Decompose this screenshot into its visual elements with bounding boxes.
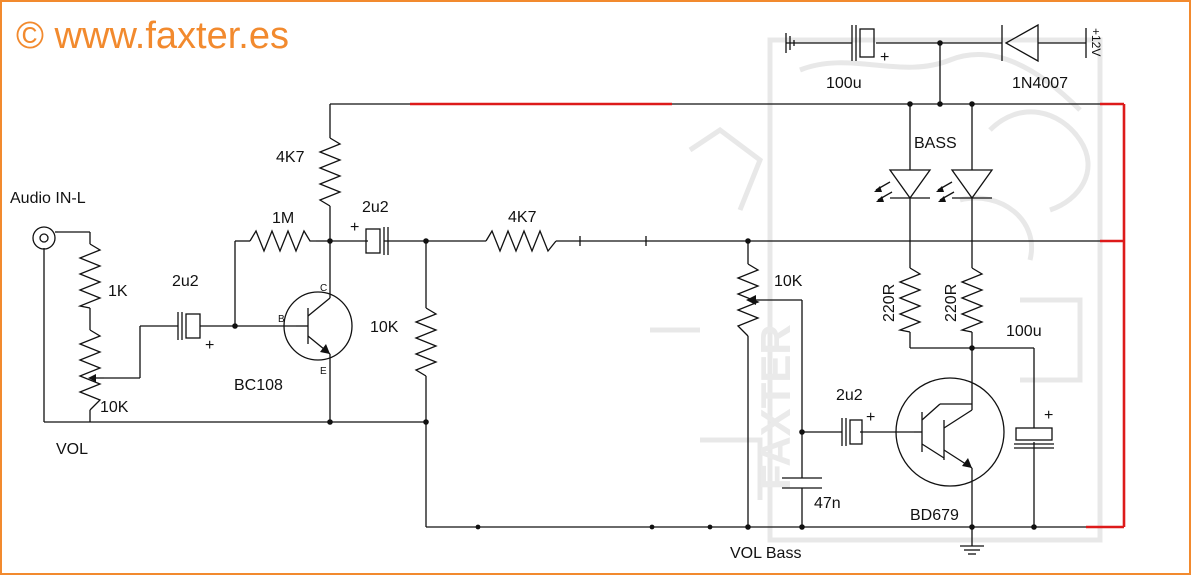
resistor-led-220r-2 xyxy=(959,267,984,333)
capacitor-input-2u2: + xyxy=(177,312,214,354)
cap-output-label: 2u2 xyxy=(362,199,389,216)
audio-in-label: Audio IN-L xyxy=(10,190,86,207)
copyright-text: © www.faxter.es xyxy=(16,15,289,57)
ground-symbol xyxy=(960,545,984,555)
resistor-series-4k7 xyxy=(485,229,557,253)
potentiometer-vol-bass xyxy=(736,263,760,337)
supply-label: +12V xyxy=(1089,28,1103,56)
capacitor-emitter-100u: + xyxy=(1014,407,1054,449)
resistor-series-label: 4K7 xyxy=(508,209,537,226)
resistor-collector-4k7 xyxy=(318,137,342,207)
highlighted-wires xyxy=(410,102,1126,529)
svg-text:+: + xyxy=(350,219,359,236)
wires xyxy=(43,42,1100,546)
resistor-1m-label: 1M xyxy=(272,210,294,227)
svg-text:C: C xyxy=(320,283,327,294)
cap-supply-label: 100u xyxy=(826,75,862,92)
pot-bass-value: 10K xyxy=(774,273,803,290)
resistor-collector-label: 4K7 xyxy=(276,149,305,166)
vol-label: VOL xyxy=(56,441,88,458)
cap-bass-label: 2u2 xyxy=(836,387,863,404)
resistor-1m xyxy=(249,229,316,253)
capacitor-47n xyxy=(782,477,822,496)
resistor-10k-label: 10K xyxy=(370,319,399,336)
svg-text:+: + xyxy=(880,49,889,66)
svg-text:E: E xyxy=(320,366,327,377)
cap-47n-label: 47n xyxy=(814,495,841,512)
cap-input-label: 2u2 xyxy=(172,273,199,290)
resistor-led-2-label: 220R xyxy=(943,284,960,322)
resistor-led-1-label: 220R xyxy=(881,284,898,322)
cap-emitter-label: 100u xyxy=(1006,323,1042,340)
led-bass-label: BASS xyxy=(914,135,957,152)
capacitor-bass-2u2: + xyxy=(841,409,875,446)
capacitor-supply-100u: + xyxy=(851,25,889,66)
resistor-led-220r-1 xyxy=(897,267,922,333)
resistor-1k xyxy=(77,243,102,309)
transistor-2-label: BD679 xyxy=(910,507,959,524)
supply-ground-symbol xyxy=(785,33,795,53)
pot-vol-value: 10K xyxy=(100,399,129,416)
led-bass-2 xyxy=(936,169,994,202)
transistor-bc108: B C E xyxy=(278,283,353,377)
diode-label: 1N4007 xyxy=(1012,75,1068,92)
resistor-10k xyxy=(414,307,438,377)
transistor-bd679 xyxy=(895,377,1005,487)
background-watermark: FAXTER xyxy=(650,37,1103,543)
junction-dots xyxy=(232,40,1037,530)
resistor-1k-label: 1K xyxy=(108,283,128,300)
svg-text:B: B xyxy=(278,314,285,325)
svg-text:+: + xyxy=(205,337,214,354)
transistor-1-label: BC108 xyxy=(234,377,283,394)
diode-1n4007 xyxy=(1001,23,1039,63)
audio-input-jack xyxy=(32,226,58,250)
capacitor-output-2u2: + xyxy=(350,219,389,255)
watermark-brand: FAXTER xyxy=(752,324,799,490)
svg-text:+: + xyxy=(866,409,875,426)
svg-text:+: + xyxy=(1044,407,1053,424)
vol-bass-label: VOL Bass xyxy=(730,545,801,562)
potentiometer-vol xyxy=(78,329,104,411)
led-bass-1 xyxy=(874,169,932,202)
